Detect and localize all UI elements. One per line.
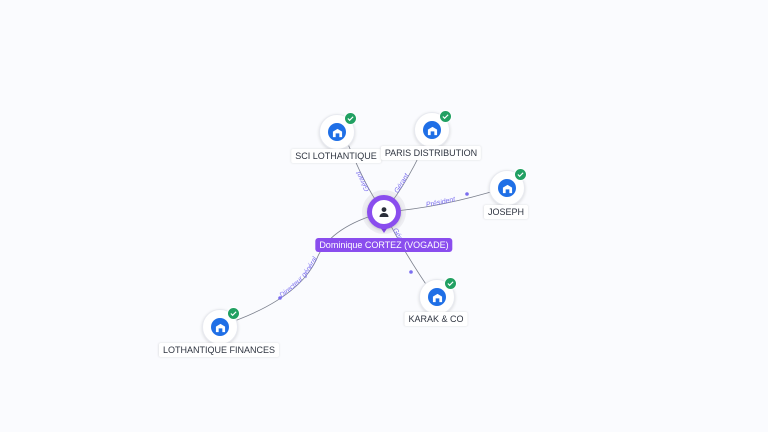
company-node-karak-co[interactable]: KARAK & CO xyxy=(404,277,468,326)
company-icon xyxy=(428,288,446,306)
verified-check-icon xyxy=(514,168,527,181)
company-label[interactable]: JOSEPH xyxy=(483,205,529,219)
node-circle[interactable] xyxy=(419,277,457,315)
company-icon xyxy=(328,123,346,141)
company-node-paris-distribution[interactable]: PARIS DISTRIBUTION xyxy=(380,110,482,160)
company-node-sci-lothantique[interactable]: SCI LOTHANTIQUE xyxy=(291,112,381,163)
verified-check-icon xyxy=(444,277,457,290)
node-circle[interactable] xyxy=(202,307,240,345)
arrow-karak-co xyxy=(409,270,413,274)
node-circle[interactable] xyxy=(489,168,527,206)
company-node-lothantique-finances[interactable]: LOTHANTIQUE FINANCES xyxy=(158,307,280,357)
edge-label-lothantique-finances: Directeur général xyxy=(279,256,319,300)
edge-label-joseph: Président xyxy=(426,196,457,209)
person-pin[interactable] xyxy=(367,195,401,229)
person-label[interactable]: Dominique CORTEZ (VOGADE) xyxy=(315,238,453,252)
company-label[interactable]: KARAK & CO xyxy=(404,312,468,326)
node-circle[interactable] xyxy=(319,112,357,150)
verified-check-icon xyxy=(344,112,357,125)
edge-label-sci-lothantique: Gérant xyxy=(355,169,372,192)
company-icon xyxy=(211,318,229,336)
company-label[interactable]: PARIS DISTRIBUTION xyxy=(380,146,482,160)
company-label[interactable]: LOTHANTIQUE FINANCES xyxy=(158,343,280,357)
person-icon xyxy=(372,200,396,224)
edge-lothantique-finances xyxy=(219,211,385,327)
company-label[interactable]: SCI LOTHANTIQUE xyxy=(291,149,381,163)
person-node[interactable]: Dominique CORTEZ (VOGADE) xyxy=(315,190,453,252)
node-circle[interactable] xyxy=(414,110,452,148)
verified-check-icon xyxy=(227,307,240,320)
arrow-lothantique-finances xyxy=(278,296,282,300)
company-icon xyxy=(498,179,516,197)
company-icon xyxy=(423,121,441,139)
arrow-joseph xyxy=(465,192,469,196)
verified-check-icon xyxy=(439,110,452,123)
edge-label-paris-distribution: Gérant xyxy=(393,172,411,195)
company-node-joseph[interactable]: JOSEPH xyxy=(483,168,529,219)
